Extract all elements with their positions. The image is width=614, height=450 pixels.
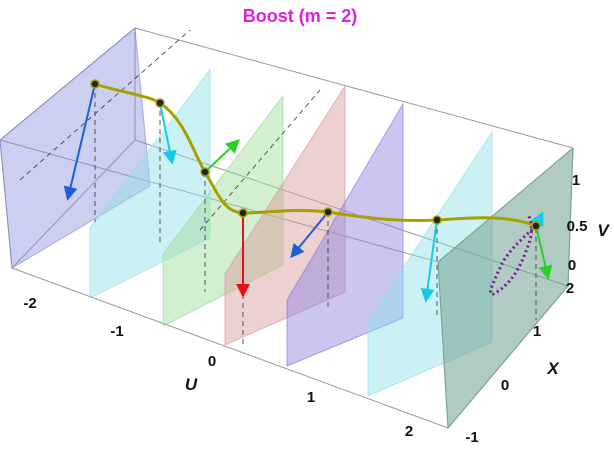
point-6 [432, 215, 442, 225]
arrow-6 [420, 219, 438, 303]
u-tick-1: -2 [23, 295, 36, 312]
x-tick-1: -1 [465, 429, 478, 446]
v-axis: 0 0.5 1 V [567, 172, 611, 274]
x-tick-4: 2 [566, 280, 574, 297]
x-axis-label: X [546, 359, 560, 378]
purple-loop [489, 214, 537, 296]
v-axis-label: V [597, 221, 610, 240]
u-axis-label: U [185, 375, 198, 394]
arrow-3 [204, 139, 241, 173]
v-tick-1: 0 [568, 257, 576, 274]
v-tick-2: 0.5 [567, 218, 588, 235]
plane-3 [162, 94, 284, 327]
plane-group [0, 27, 574, 430]
arrow-7 [535, 225, 553, 280]
point-2 [155, 98, 165, 108]
x-tick-2: 0 [501, 377, 509, 394]
v-tick-3: 1 [572, 172, 580, 189]
u-tick-4: 1 [307, 389, 315, 406]
arrow-5 [290, 211, 329, 259]
point-3 [200, 167, 210, 177]
plane-4 [224, 84, 346, 346]
point-5 [323, 207, 333, 217]
u-tick-2: -1 [110, 323, 123, 340]
point-4 [238, 208, 248, 218]
x-tick-3: 1 [533, 323, 541, 340]
u-axis: -2 -1 0 1 2 U [23, 295, 413, 440]
arrow-2 [159, 102, 177, 165]
event-points [90, 79, 541, 231]
arrow-group [63, 83, 553, 303]
point-7 [531, 221, 541, 231]
arrow-1 [63, 83, 96, 201]
point-1 [90, 79, 100, 89]
plane-5 [286, 102, 404, 367]
x-axis: -1 0 1 2 X [465, 280, 574, 446]
plane-2 [89, 68, 211, 299]
u-tick-5: 2 [405, 423, 413, 440]
diagram-title: Boost (m = 2) [243, 6, 358, 26]
u-tick-3: 0 [208, 353, 216, 370]
